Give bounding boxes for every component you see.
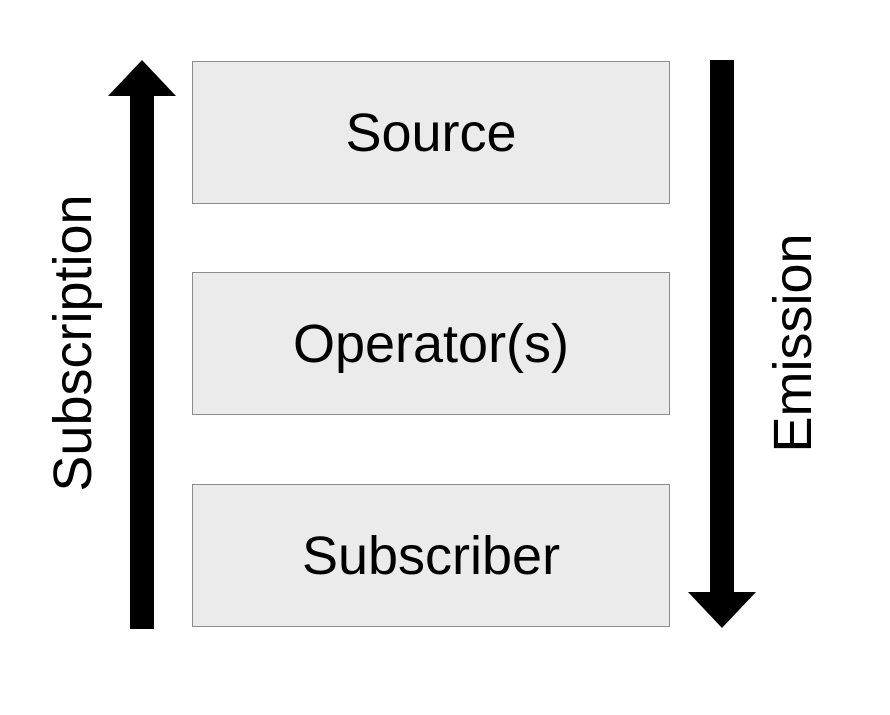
emission-label: Emission [763, 233, 823, 453]
emission-arrow [688, 60, 756, 628]
subscriber-label: Subscriber [301, 525, 561, 586]
source-box: Source [192, 61, 670, 204]
subscription-label: Subscription [43, 194, 103, 492]
subscriber-box: Subscriber [192, 484, 670, 627]
source-label: Source [345, 102, 517, 163]
subscription-arrow [108, 60, 176, 629]
operators-label: Operator(s) [292, 313, 570, 374]
operators-box: Operator(s) [192, 272, 670, 415]
